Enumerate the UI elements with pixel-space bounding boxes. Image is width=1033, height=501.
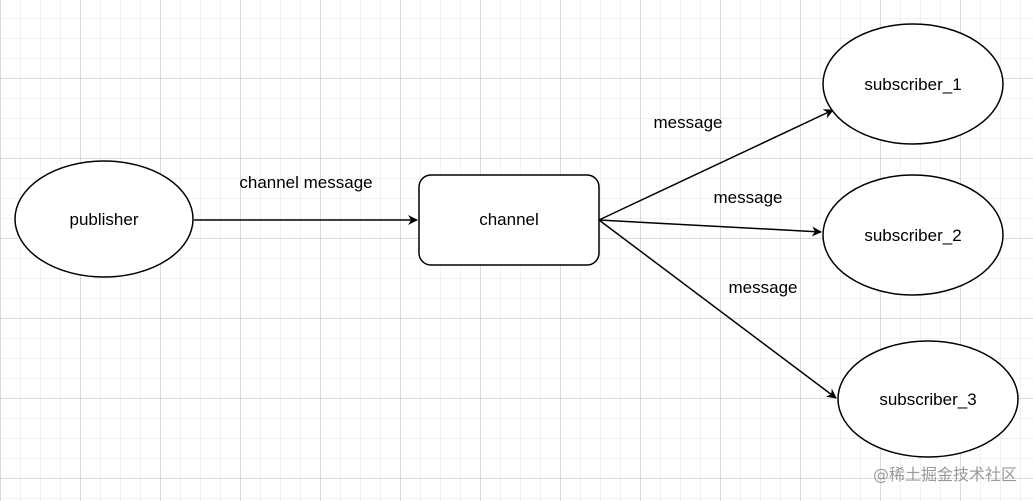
subscriber-1-ellipse [822,23,1004,145]
watermark: @稀土掘金技术社区 [872,465,1017,484]
edge-channel-to-subscriber-2[interactable] [598,219,822,237]
node-subscriber-3[interactable]: subscriber_3 [837,340,1019,458]
edge-label-message-3: message [729,278,798,297]
subscriber-1-label: subscriber_1 [864,75,961,94]
subscriber-2-label: subscriber_2 [864,226,961,245]
subscriber-3-ellipse [837,340,1019,458]
channel-label: channel [479,210,539,229]
node-subscriber-2[interactable]: subscriber_2 [822,174,1004,296]
subscriber-2-ellipse [822,174,1004,296]
edge-label-channel-message: channel message [239,173,372,192]
node-publisher[interactable]: publisher [14,160,194,278]
edge-label-message-2: message [714,188,783,207]
edge-channel-to-subscriber-3[interactable] [598,219,837,399]
publisher-label: publisher [70,210,139,229]
channel-box [418,174,600,266]
publisher-ellipse [14,160,194,278]
node-subscriber-1[interactable]: subscriber_1 [822,23,1004,145]
edge-channel-to-subscriber-1[interactable] [598,109,834,221]
edge-label-message-1: message [654,113,723,132]
node-channel[interactable]: channel [418,174,600,266]
subscriber-3-label: subscriber_3 [879,390,976,409]
